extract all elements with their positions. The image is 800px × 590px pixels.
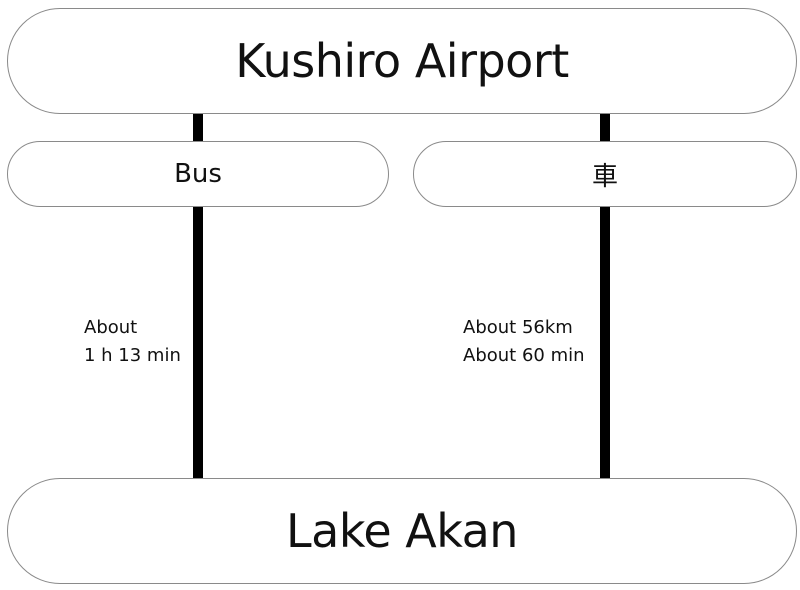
- car-detail-distance: About 56km: [463, 317, 573, 338]
- origin-label: Kushiro Airport: [235, 34, 569, 88]
- bus-connector-upper: [193, 112, 203, 142]
- car-route-details: About 56km About 60 min: [463, 314, 585, 370]
- bus-mode-label: Bus: [174, 159, 222, 189]
- bus-detail-line-2: 1 h 13 min: [84, 345, 181, 366]
- car-mode-node: 車: [413, 141, 797, 207]
- bus-mode-node: Bus: [7, 141, 389, 207]
- bus-connector-lower: [193, 206, 203, 479]
- destination-node: Lake Akan: [7, 478, 797, 584]
- car-mode-label: 車: [591, 161, 618, 192]
- destination-label: Lake Akan: [286, 504, 518, 558]
- car-detail-time: About 60 min: [463, 345, 585, 366]
- bus-detail-line-1: About: [84, 317, 138, 338]
- origin-node: Kushiro Airport: [7, 8, 797, 114]
- bus-route-details: About 1 h 13 min: [84, 314, 181, 370]
- car-connector-upper: [600, 112, 610, 142]
- car-connector-lower: [600, 206, 610, 479]
